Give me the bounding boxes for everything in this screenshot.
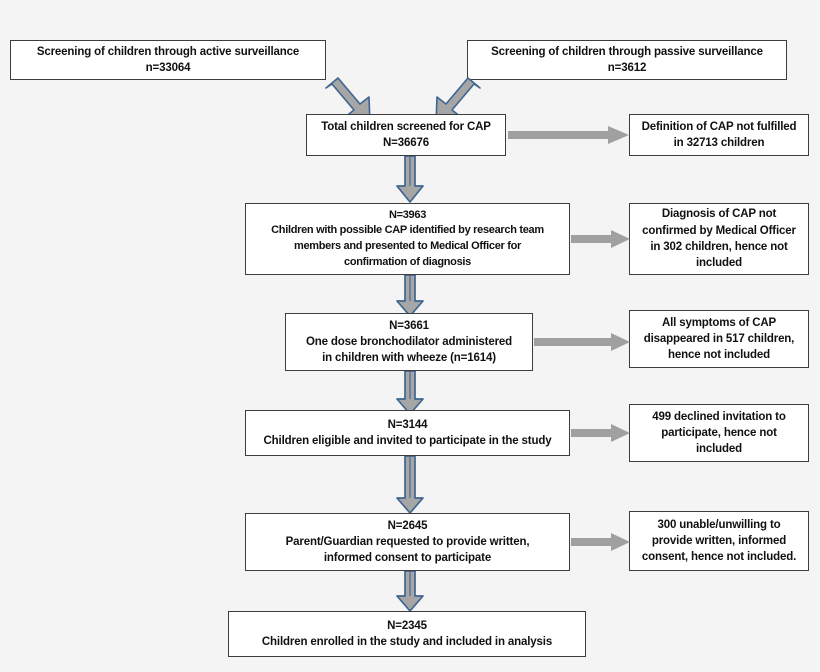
node-eligible-invited-text: N=3144 Children eligible and invited to … (263, 418, 552, 447)
node-bronchodilator-text: N=3661 One dose bronchodilator administe… (305, 319, 513, 365)
exclusion-declined-invitation-text: 499 declined invitation to participate, … (652, 410, 786, 456)
node-consent-requested: N=2645 Parent/Guardian requested to prov… (245, 513, 570, 571)
exclusion-symptoms-disappeared-text: All symptoms of CAP disappeared in 517 c… (643, 316, 795, 362)
exclusion-no-consent-text: 300 unable/unwilling to provide written,… (641, 518, 797, 564)
exclusion-definition-not-fulfilled-text: Definition of CAP not fulfilled in 32713… (641, 120, 797, 149)
arrow-consent-to-enrolled (396, 571, 424, 612)
arrow-possible-cap-to-diagnosis-exclusion (571, 230, 631, 248)
node-bronchodilator: N=3661 One dose bronchodilator administe… (285, 313, 533, 371)
node-eligible-invited: N=3144 Children eligible and invited to … (245, 410, 570, 456)
node-active-surveillance-text: Screening of children through active sur… (36, 45, 300, 74)
arrow-eligible-to-declined-exclusion (571, 424, 631, 442)
exclusion-diagnosis-not-confirmed: Diagnosis of CAP not confirmed by Medica… (629, 203, 809, 275)
exclusion-declined-invitation: 499 declined invitation to participate, … (629, 404, 809, 462)
arrow-possible-cap-to-bronchodilator (396, 275, 424, 317)
exclusion-no-consent: 300 unable/unwilling to provide written,… (629, 511, 809, 571)
node-enrolled-text: N=2345 Children enrolled in the study an… (261, 619, 553, 648)
exclusion-definition-not-fulfilled: Definition of CAP not fulfilled in 32713… (629, 114, 809, 156)
arrow-eligible-to-consent (396, 456, 424, 514)
arrow-total-to-definition-exclusion (508, 126, 630, 144)
node-active-surveillance: Screening of children through active sur… (10, 40, 326, 80)
node-passive-surveillance: Screening of children through passive su… (467, 40, 787, 80)
arrow-bronchodilator-to-eligible (396, 371, 424, 415)
arrow-total-to-possible-cap (396, 156, 424, 203)
node-total-screened: Total children screened for CAP N=36676 (306, 114, 506, 156)
arrow-consent-to-no-consent-exclusion (571, 533, 631, 551)
node-total-screened-text: Total children screened for CAP N=36676 (321, 120, 491, 149)
node-enrolled: N=2345 Children enrolled in the study an… (228, 611, 586, 657)
node-consent-requested-text: N=2645 Parent/Guardian requested to prov… (285, 519, 530, 565)
exclusion-symptoms-disappeared: All symptoms of CAP disappeared in 517 c… (629, 310, 809, 368)
arrow-bronchodilator-to-symptoms-exclusion (534, 333, 631, 351)
node-possible-cap-text: N=3963 Children with possible CAP identi… (271, 208, 544, 268)
node-possible-cap: N=3963 Children with possible CAP identi… (245, 203, 570, 275)
node-passive-surveillance-text: Screening of children through passive su… (491, 45, 763, 74)
exclusion-diagnosis-not-confirmed-text: Diagnosis of CAP not confirmed by Medica… (642, 208, 796, 270)
